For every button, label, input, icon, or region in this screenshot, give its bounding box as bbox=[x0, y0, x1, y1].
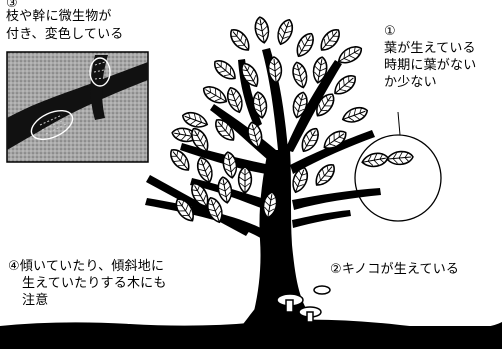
label-3-line-2: 付き、変色している bbox=[6, 27, 124, 42]
label-1-line-3: か少ない bbox=[384, 75, 437, 90]
label-4-line-3: 注意 bbox=[22, 293, 49, 308]
label-4-line-2: 生えていたりする木にも bbox=[22, 276, 167, 291]
label-2: ②キノコが生えている bbox=[330, 262, 460, 277]
label-4-line-1: ④傾いていたり、傾斜地に bbox=[8, 259, 165, 274]
inset-branch-closeup bbox=[6, 51, 149, 163]
callout-circle bbox=[354, 134, 442, 222]
tree-branches bbox=[145, 48, 381, 240]
label-3-line-1: 枝や幹に微生物が bbox=[6, 9, 112, 24]
label-1-line-2: 時期に葉がない bbox=[384, 58, 477, 73]
mushrooms bbox=[276, 285, 331, 323]
callout-line bbox=[397, 111, 401, 136]
label-1-number: ① bbox=[384, 24, 396, 39]
tree-trunk bbox=[250, 150, 318, 326]
label-3-number: ③ bbox=[6, 0, 18, 11]
ground bbox=[0, 326, 502, 349]
label-1-line-1: 葉が生えている bbox=[384, 41, 476, 56]
